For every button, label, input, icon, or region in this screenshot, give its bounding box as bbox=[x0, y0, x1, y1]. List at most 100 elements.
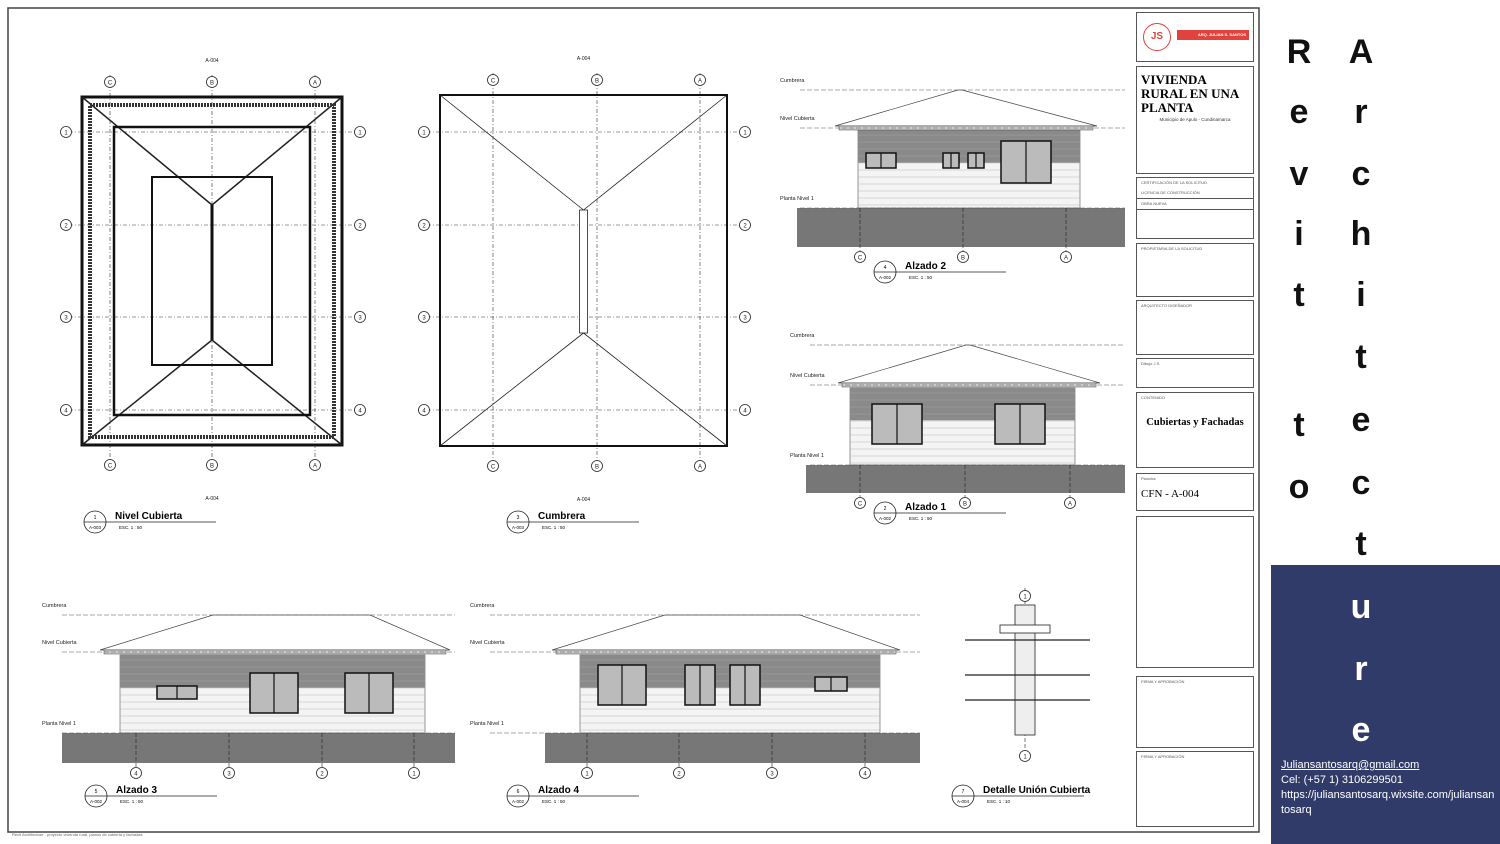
grid-bubble-label: A bbox=[1064, 255, 1068, 261]
wall-outline bbox=[112, 125, 312, 417]
signature-block-2: FIRMA Y APROBACIÓN bbox=[1136, 751, 1254, 827]
view-scale: ESC. 1 : 50 bbox=[909, 275, 933, 280]
view-number: 2 bbox=[884, 506, 887, 512]
grid-bubble bbox=[739, 126, 751, 138]
license-type: LICENCIA DE CONSTRUCCIÓN bbox=[1137, 188, 1253, 199]
level-label: Cumbrera bbox=[470, 603, 495, 609]
banner-letter: t bbox=[1293, 406, 1305, 444]
grid-bubble-label: 1 bbox=[358, 130, 362, 136]
sheet-header: Plancha bbox=[1141, 476, 1156, 481]
grid-bubble-label: C bbox=[108, 80, 113, 86]
section-ref: A-004 bbox=[205, 496, 219, 502]
ground bbox=[806, 465, 1125, 493]
signature-block-1: FIRMA Y APROBACIÓN bbox=[1136, 676, 1254, 748]
grid-bubble bbox=[354, 311, 366, 323]
view-number: 3 bbox=[517, 515, 520, 521]
view-title: Alzado 2 bbox=[905, 261, 947, 272]
grid-bubble-label: 4 bbox=[863, 771, 867, 777]
grid-bubble bbox=[206, 459, 218, 471]
grid-bubble bbox=[854, 251, 866, 263]
view-sheet-ref: A-003 bbox=[89, 525, 102, 530]
level-label: Planta Nivel 1 bbox=[42, 721, 76, 727]
grid-bubble-label: C bbox=[858, 501, 863, 507]
grid-bubble bbox=[487, 460, 499, 472]
ground bbox=[545, 733, 920, 763]
detail-union-cubierta: 11 bbox=[965, 588, 1090, 762]
grid-bubble-label: A bbox=[698, 464, 702, 470]
grid-bubble-label: 2 bbox=[422, 223, 426, 229]
view-sheet-ref: A-002 bbox=[879, 516, 892, 521]
view-sheet-ref: A-003 bbox=[512, 525, 525, 530]
level-label: Cumbrera bbox=[42, 603, 67, 609]
view-sheet-ref: A-004 bbox=[957, 799, 970, 804]
banner-letter: t bbox=[1355, 525, 1367, 563]
level-label: Nivel Cubierta bbox=[780, 116, 815, 122]
view-scale: ESC. 1 : 50 bbox=[542, 799, 566, 804]
ground bbox=[797, 208, 1125, 247]
hip-line bbox=[583, 332, 728, 447]
grid-bubble bbox=[316, 767, 328, 779]
banner-letter: e bbox=[1289, 93, 1309, 131]
project-block: VIVIENDA RURAL EN UNA PLANTA Municipio d… bbox=[1136, 66, 1254, 174]
grid-bubble bbox=[354, 126, 366, 138]
grid-bubble-label: C bbox=[108, 463, 113, 469]
grid-bubble-label: 3 bbox=[227, 771, 231, 777]
grid-bubble-label: 2 bbox=[358, 223, 362, 229]
grid-bubble-label: 3 bbox=[743, 315, 747, 321]
section-ref: A-004 bbox=[205, 58, 219, 64]
grid-bubble bbox=[60, 311, 72, 323]
content-header: CONTENIDO bbox=[1141, 395, 1165, 400]
level-label: Nivel Cubierta bbox=[470, 640, 505, 646]
project-title: VIVIENDA RURAL EN UNA PLANTA bbox=[1141, 72, 1239, 115]
grid-bubble bbox=[1064, 497, 1076, 509]
view-scale: ESC. 1 : 50 bbox=[909, 516, 933, 521]
grid-bubble bbox=[957, 251, 969, 263]
grid-bubble bbox=[739, 311, 751, 323]
email-link[interactable]: Juliansantosarq@gmail.com bbox=[1281, 759, 1420, 771]
banner-letter: e bbox=[1351, 401, 1371, 439]
grid-bubble bbox=[1019, 750, 1031, 762]
grid-bubble-label: 3 bbox=[358, 315, 362, 321]
grid-bubble-label: 4 bbox=[743, 408, 747, 414]
view-number: 6 bbox=[517, 789, 520, 795]
grid-bubble-label: A bbox=[1068, 501, 1072, 507]
grid-bubble bbox=[959, 497, 971, 509]
grid-bubble bbox=[418, 219, 430, 231]
grid-bubble-label: B bbox=[210, 80, 214, 86]
grid-bubble-label: 2 bbox=[64, 223, 68, 229]
project-location: Municipio de Apulo - Cundinamarca bbox=[1159, 117, 1231, 122]
grid-bubble-label: 4 bbox=[422, 408, 426, 414]
grid-bubble bbox=[1060, 251, 1072, 263]
content-title: Cubiertas y Fachadas bbox=[1146, 417, 1244, 428]
grid-bubble-label: 1 bbox=[412, 771, 416, 777]
level-label: Cumbrera bbox=[780, 78, 805, 84]
grid-bubble bbox=[739, 404, 751, 416]
banner-letter: A bbox=[1348, 33, 1374, 71]
grid-bubble-label: 1 bbox=[1023, 754, 1027, 760]
website-link[interactable]: https://juliansantosarq.wixsite.com/juli… bbox=[1281, 789, 1495, 816]
grid-bubble bbox=[206, 76, 218, 88]
view-scale: ESC. 1 : 50 bbox=[119, 525, 143, 530]
banner-letter: i bbox=[1294, 215, 1304, 253]
grid-bubble-label: 1 bbox=[1023, 594, 1027, 600]
title-block-logo: JS ARQ. JULIAN S. SANTOS bbox=[1136, 12, 1254, 62]
firm-name: ARQ. JULIAN S. SANTOS bbox=[1177, 30, 1249, 40]
view-scale: ESC. 1 : 50 bbox=[120, 799, 144, 804]
hip-line bbox=[583, 94, 728, 211]
drawn-by-label: Dibujó bbox=[1141, 361, 1153, 366]
blank-block bbox=[1136, 516, 1254, 668]
contact-panel bbox=[1271, 565, 1500, 844]
owner-block: PROPIETARIA DE LA SOLICITUD bbox=[1136, 243, 1254, 297]
footer-note: Revit Architecture - proyecto vivienda r… bbox=[12, 832, 143, 837]
modality: OBRA NUEVA bbox=[1137, 199, 1253, 210]
view-number: 5 bbox=[95, 789, 98, 795]
drawing-info-block: Dibujó J.S. bbox=[1136, 358, 1254, 388]
section-ref: A-004 bbox=[577, 497, 591, 503]
grid-bubble bbox=[223, 767, 235, 779]
